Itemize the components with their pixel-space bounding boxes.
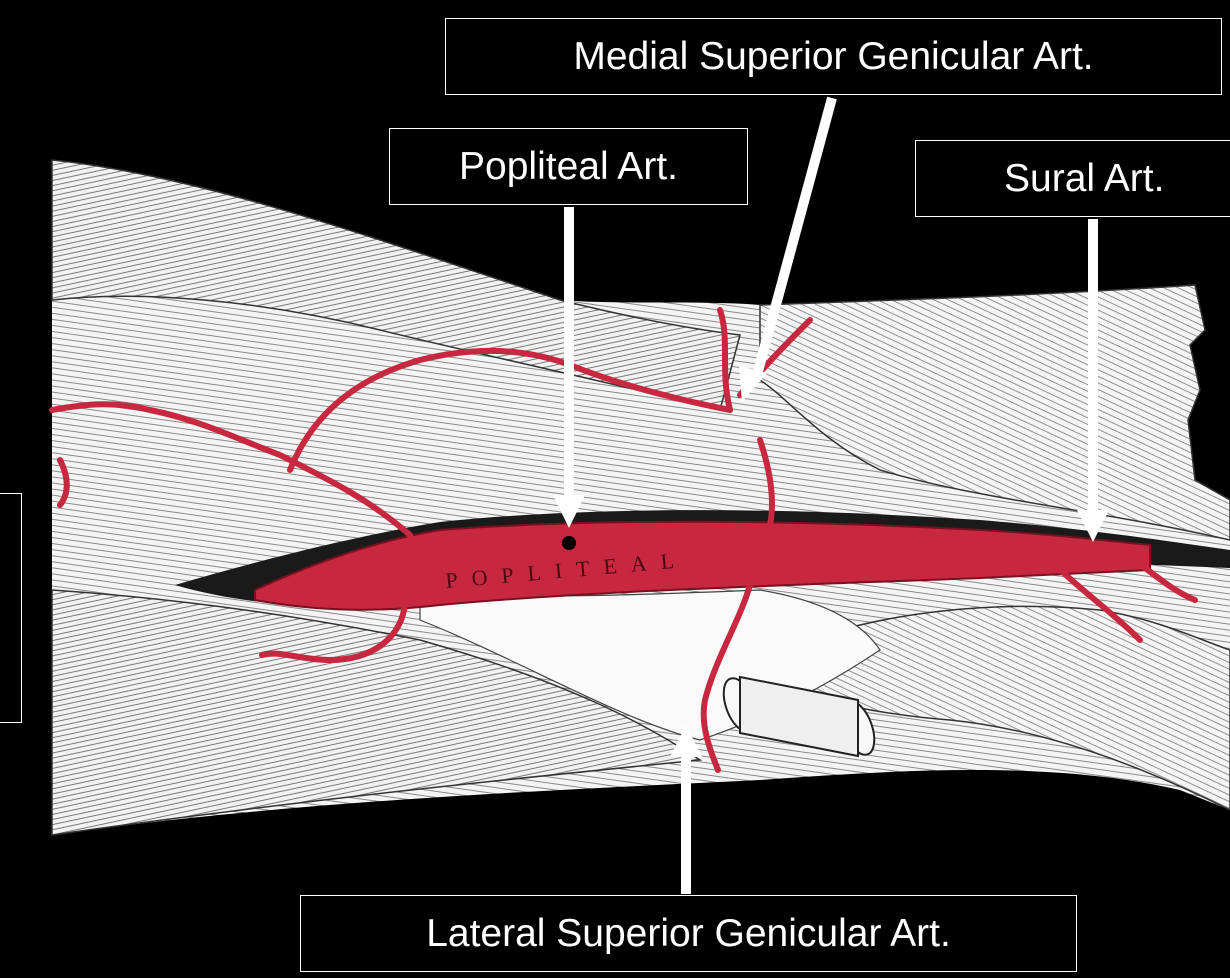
label-lateral-superior-genicular: Lateral Superior Genicular Art. [300,895,1077,972]
label-partial-left [0,493,22,723]
label-sural: Sural Art. [915,140,1230,217]
label-popliteal: Popliteal Art. [389,128,748,205]
label-medial-superior-genicular: Medial Superior Genicular Art. [445,18,1222,95]
